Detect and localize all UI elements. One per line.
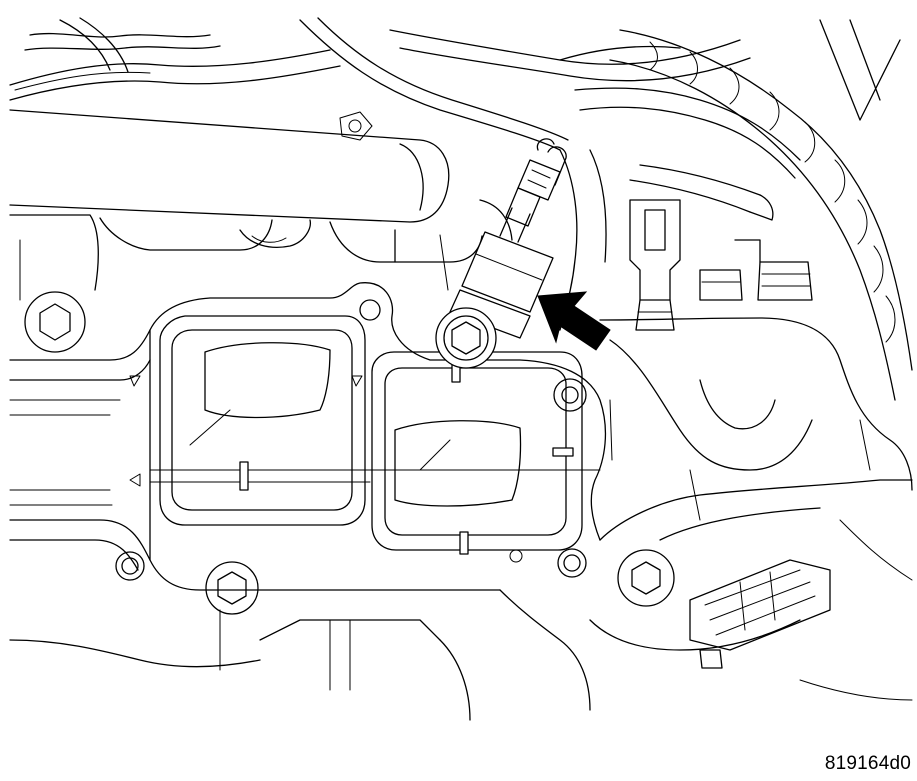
knock-sensor xyxy=(435,138,567,369)
engine-block-lower xyxy=(9,317,913,721)
wiring-harness-top-left xyxy=(9,17,341,101)
fuel-rail xyxy=(9,109,450,223)
wiring-harness-right xyxy=(609,19,913,401)
callout-arrow xyxy=(537,291,611,351)
surface-detail-strokes xyxy=(19,234,871,671)
fuel-injectors xyxy=(629,199,813,331)
figure-id-label: 819164d0 xyxy=(824,753,911,774)
manifold-bolts xyxy=(115,299,675,615)
intake-manifold-flange xyxy=(9,282,607,591)
wiring-harness-upper xyxy=(299,17,801,179)
manifold-left-bolt xyxy=(9,214,99,353)
